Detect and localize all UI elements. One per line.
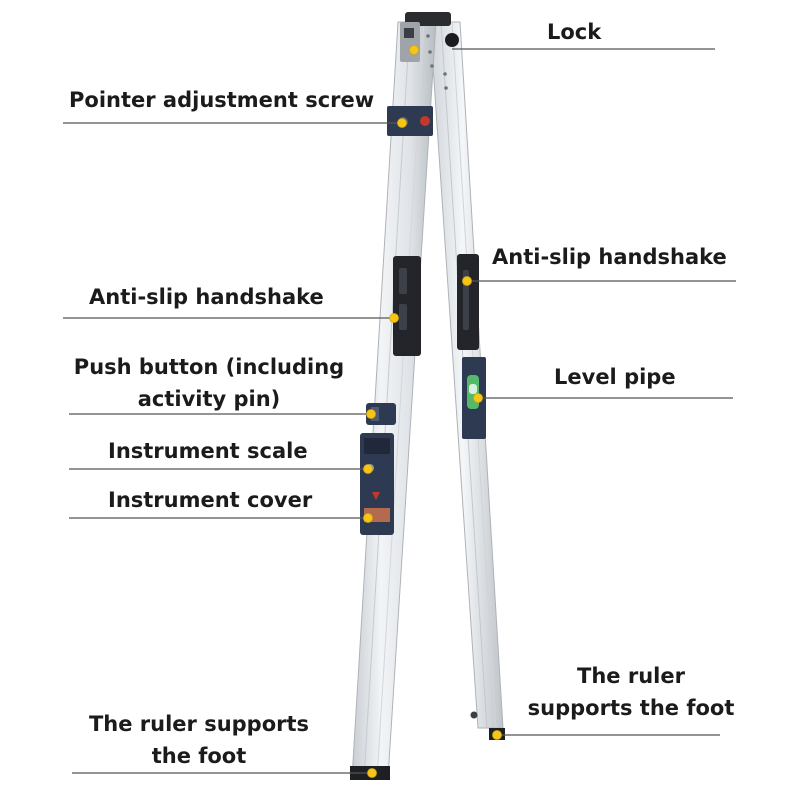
label-instrument-scale: Instrument scale: [108, 439, 308, 463]
label-foot-left: The ruler supports the foot: [80, 708, 318, 772]
label-level-pipe: Level pipe: [554, 365, 676, 389]
marker-dot-lock: [409, 45, 419, 55]
label-instrument-cover: Instrument cover: [108, 488, 313, 512]
label-antislip-right: Anti-slip handshake: [492, 245, 727, 269]
label-foot-right-line1: The ruler: [577, 664, 685, 688]
left-handle: [393, 256, 421, 356]
label-pointer-screw: Pointer adjustment screw: [69, 88, 375, 112]
leader-lines: [63, 48, 736, 774]
lock-knob-icon[interactable]: [445, 33, 459, 47]
rivet-icon: [470, 711, 478, 719]
marker-dot-antislip-right: [462, 276, 472, 286]
label-foot-left-line2: the foot: [151, 744, 247, 768]
label-push-button-line2: activity pin): [137, 387, 281, 411]
marker-dot-push-button: [366, 409, 376, 419]
label-antislip-left: Anti-slip handshake: [89, 285, 324, 309]
pointer-module: [387, 106, 433, 136]
marker-dot-pointer-screw: [397, 118, 407, 128]
marker-dot-antislip-left: [389, 313, 399, 323]
label-lock: Lock: [547, 20, 602, 44]
marker-dot-instrument-cover: [363, 513, 373, 523]
right-handle: [457, 254, 479, 350]
label-foot-left-line1: The ruler supports: [88, 712, 310, 736]
marker-dot-level-pipe: [473, 393, 483, 403]
label-push-button: Push button (including activity pin): [64, 351, 354, 415]
label-foot-right: The ruler supports the foot: [518, 660, 744, 724]
marker-dot-foot-right: [492, 730, 502, 740]
marker-dot-foot-left: [367, 768, 377, 778]
label-foot-right-line2: supports the foot: [527, 696, 735, 720]
label-push-button-line1: Push button (including: [73, 355, 345, 379]
marker-dot-instrument-scale: [363, 464, 373, 474]
